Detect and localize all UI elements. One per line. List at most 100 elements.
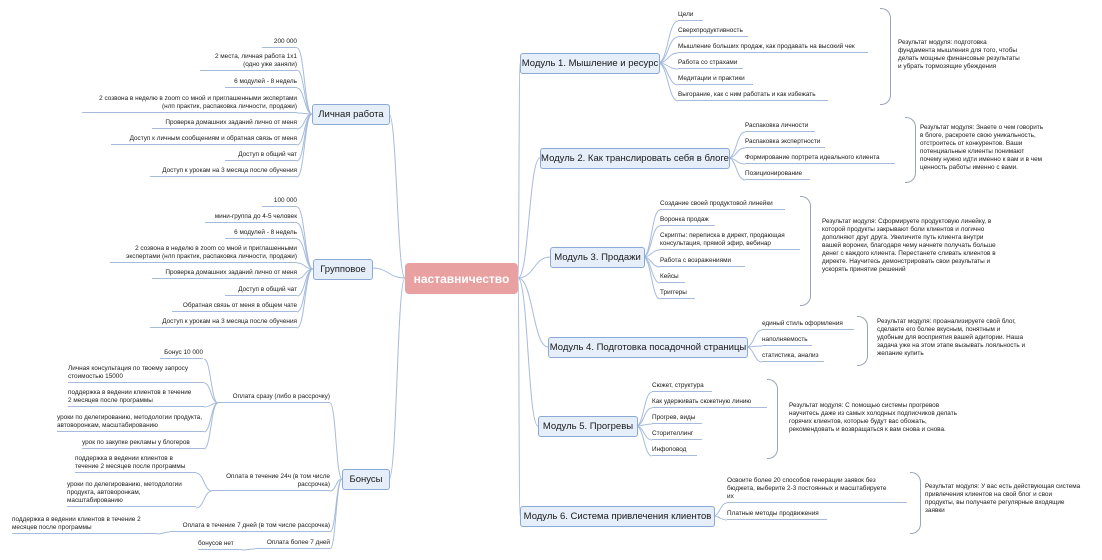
connector bbox=[727, 147, 746, 159]
connector bbox=[517, 277, 549, 348]
connector bbox=[203, 358, 219, 404]
group-item: Доступ к урокам на 3 месяца после обучен… bbox=[150, 318, 297, 328]
connector bbox=[296, 268, 314, 280]
connector bbox=[642, 256, 661, 300]
connector bbox=[657, 52, 679, 64]
connector bbox=[517, 277, 539, 427]
module-3[interactable]: Модуль 3. Продажи bbox=[550, 247, 645, 268]
module-5-brace bbox=[767, 379, 778, 459]
connector bbox=[296, 222, 314, 270]
module-3-brace bbox=[800, 196, 811, 306]
group-item: Проверка домашних заданий лично от меня bbox=[152, 269, 297, 279]
group-item: Обратная связь от меня в общем чате bbox=[172, 302, 297, 312]
module-5-item: Как удерживать сюжетную линию bbox=[652, 398, 767, 408]
module-3-item: Создание своей продуктовой линейки bbox=[660, 200, 785, 210]
module-6-brace bbox=[910, 472, 921, 534]
module-5-item: Сторителлинг bbox=[652, 430, 702, 440]
connector bbox=[517, 157, 541, 279]
connector bbox=[296, 69, 313, 115]
personal-item: 2 созвона в неделю в zoom со мной и приг… bbox=[82, 95, 297, 113]
module-3-item: Воронка продаж bbox=[660, 216, 715, 226]
module-4[interactable]: Модуль 4. Подготовка посадочной страницы bbox=[548, 337, 748, 358]
connector bbox=[329, 478, 343, 492]
connector bbox=[296, 113, 313, 178]
module-4-brace bbox=[857, 316, 868, 366]
connector bbox=[241, 548, 256, 551]
connector bbox=[296, 47, 313, 115]
module-1-item: Сверхпродуктивность bbox=[678, 27, 748, 37]
group-item: 2 созвона в неделю в zoom со мной и приг… bbox=[110, 245, 297, 263]
connector bbox=[517, 256, 551, 279]
module-3-item: Работа с возражениями bbox=[660, 257, 745, 267]
module-1-item: Цели bbox=[678, 11, 703, 21]
connector bbox=[712, 502, 728, 517]
module-6-result: Результат модуля: У вас есть действующая… bbox=[925, 483, 1081, 514]
bonus-option[interactable]: Оплата сразу (либо в рассрочку) bbox=[218, 393, 330, 403]
connector bbox=[203, 402, 219, 433]
module-5-result: Результат модуля: С помощью системы прог… bbox=[789, 402, 957, 433]
module-1[interactable]: Модуль 1. Мышление и ресурс bbox=[520, 53, 660, 74]
connector bbox=[296, 113, 313, 162]
bonus-item: урок по закупке рекламы у блогеров bbox=[82, 439, 204, 449]
connector bbox=[388, 113, 406, 279]
module-6-item: Платные методы продвижения bbox=[727, 510, 827, 520]
connector bbox=[642, 256, 661, 284]
personal-item: 2 места, личная работа 1х1(одно уже заня… bbox=[200, 53, 297, 71]
connector bbox=[203, 382, 219, 404]
module-5[interactable]: Модуль 5. Прогревы bbox=[538, 416, 638, 437]
connector bbox=[642, 249, 661, 258]
module-4-item: единый стиль оформления bbox=[762, 320, 854, 330]
connector bbox=[727, 131, 746, 159]
connector bbox=[371, 267, 406, 279]
connector bbox=[635, 391, 653, 427]
branch-bonuses[interactable]: Бонусы bbox=[342, 469, 390, 490]
module-4-result: Результат модуля: проанализируете свой б… bbox=[877, 318, 1026, 357]
branch-personal[interactable]: Личная работа bbox=[312, 104, 390, 125]
connector bbox=[296, 268, 314, 297]
connector bbox=[156, 531, 171, 535]
module-2-item: Формирование портрета идеального клиента bbox=[745, 154, 895, 164]
group-item: мини-группа до 4-5 человек bbox=[205, 213, 297, 223]
connector bbox=[745, 345, 763, 348]
personal-item: 200 000 bbox=[262, 38, 297, 48]
module-1-item: Работа со страхами bbox=[678, 59, 743, 69]
module-2-item: Позиционирование bbox=[745, 170, 810, 180]
module-5-item: Прогрев, виды bbox=[652, 414, 702, 424]
connector bbox=[635, 423, 653, 427]
connector bbox=[195, 472, 213, 492]
bonus-option[interactable]: Оплата более 7 дней bbox=[255, 539, 330, 549]
module-2[interactable]: Модуль 2. Как транслировать себя в блоге bbox=[540, 148, 730, 169]
module-6[interactable]: Модуль 6. Система привлечения клиентов bbox=[520, 506, 715, 527]
connector bbox=[517, 277, 521, 517]
connector bbox=[657, 62, 679, 86]
personal-item: Доступ к личным сообщениям и обратная св… bbox=[111, 135, 297, 145]
connector bbox=[727, 157, 746, 165]
connector bbox=[745, 329, 763, 348]
bonus-item: уроки по делегированию, методологии прод… bbox=[57, 414, 204, 432]
connector bbox=[296, 113, 313, 146]
bonus-option[interactable]: Оплата в течение 7 дней (в том числе рас… bbox=[170, 522, 330, 532]
personal-item: Доступ в общий чат bbox=[225, 151, 297, 161]
connector bbox=[727, 157, 746, 181]
connector bbox=[203, 402, 219, 450]
central-node[interactable]: наставничество bbox=[405, 263, 518, 294]
connector bbox=[203, 402, 219, 408]
module-5-item: Сюжет, структура bbox=[652, 382, 712, 392]
connector bbox=[517, 62, 521, 279]
module-2-item: Распаковка личности bbox=[745, 122, 815, 132]
connector bbox=[388, 277, 406, 480]
module-4-item: статистика, анализ bbox=[762, 352, 824, 362]
branch-group[interactable]: Групповое bbox=[313, 259, 373, 280]
module-2-brace bbox=[905, 117, 916, 183]
connector bbox=[657, 62, 679, 102]
connector bbox=[657, 62, 679, 70]
connector bbox=[329, 478, 343, 533]
connector bbox=[296, 268, 314, 313]
